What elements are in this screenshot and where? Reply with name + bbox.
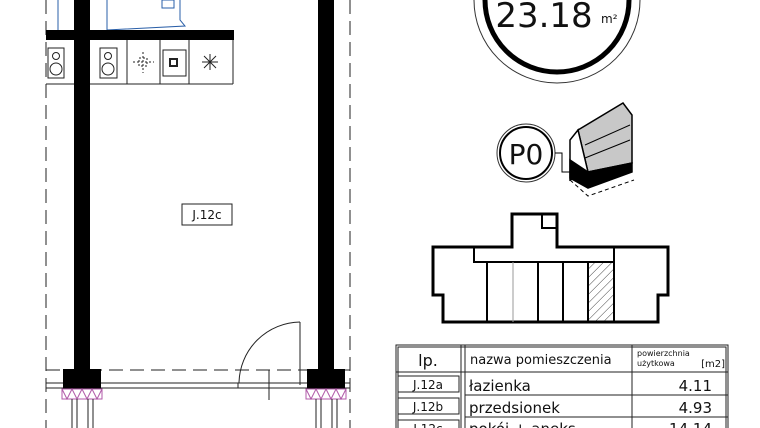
balcony-rail bbox=[71, 399, 338, 428]
right-wall bbox=[318, 0, 334, 370]
bathroom-fixture bbox=[57, 0, 187, 31]
floor-label: P0 bbox=[509, 138, 544, 171]
fridge-star-icon bbox=[202, 54, 218, 70]
floor-marker: P0 bbox=[496, 123, 572, 183]
row-id: J.12a bbox=[412, 378, 443, 392]
header-area-line2: użytkowa bbox=[637, 359, 675, 368]
row-area: 4.93 bbox=[679, 399, 712, 417]
top-wall bbox=[46, 30, 234, 40]
sink-icon bbox=[162, 49, 187, 77]
insulation bbox=[61, 387, 347, 401]
table-row: J.12b przedsionek 4.93 bbox=[412, 399, 712, 417]
row-area: 4.11 bbox=[679, 377, 712, 395]
kitchen-counter bbox=[46, 40, 234, 85]
building-icon bbox=[569, 102, 635, 197]
row-name: pokój + aneks bbox=[469, 420, 576, 428]
row-id: J.12b bbox=[412, 400, 443, 414]
row-area: 14.14 bbox=[669, 420, 712, 428]
header-area-unit: [m2] bbox=[701, 359, 725, 370]
header-area-line1: powierzchnia bbox=[637, 349, 690, 358]
row-name: łazienka bbox=[469, 377, 531, 395]
pillar-right bbox=[307, 369, 345, 389]
row-name: przedsionek bbox=[469, 399, 560, 417]
key-plan bbox=[431, 212, 670, 324]
apartment-plan: J.12c bbox=[45, 0, 351, 428]
room-table: lp. nazwa pomieszczenia powierzchnia uży… bbox=[395, 344, 729, 428]
room-label-box bbox=[181, 203, 233, 226]
left-wall bbox=[74, 0, 90, 370]
hob-icon bbox=[133, 52, 154, 73]
area-value: 23.18 bbox=[495, 0, 592, 36]
header-name: nazwa pomieszczenia bbox=[470, 353, 612, 368]
table-row: J.12c pokój + aneks 14.14 bbox=[412, 420, 712, 428]
oven-icon bbox=[99, 47, 118, 79]
room-label: J.12c bbox=[191, 208, 221, 222]
highlighted-unit bbox=[588, 262, 614, 322]
header-lp: lp. bbox=[418, 351, 438, 370]
row-id: J.12c bbox=[412, 422, 442, 428]
area-badge: 23.18 m² bbox=[473, 0, 641, 84]
table-row: J.12a łazienka 4.11 bbox=[412, 377, 712, 395]
area-unit: m² bbox=[601, 12, 618, 26]
pillar-left bbox=[63, 369, 101, 389]
oven-icon-left bbox=[47, 47, 65, 79]
balcony-door[interactable] bbox=[238, 321, 301, 400]
